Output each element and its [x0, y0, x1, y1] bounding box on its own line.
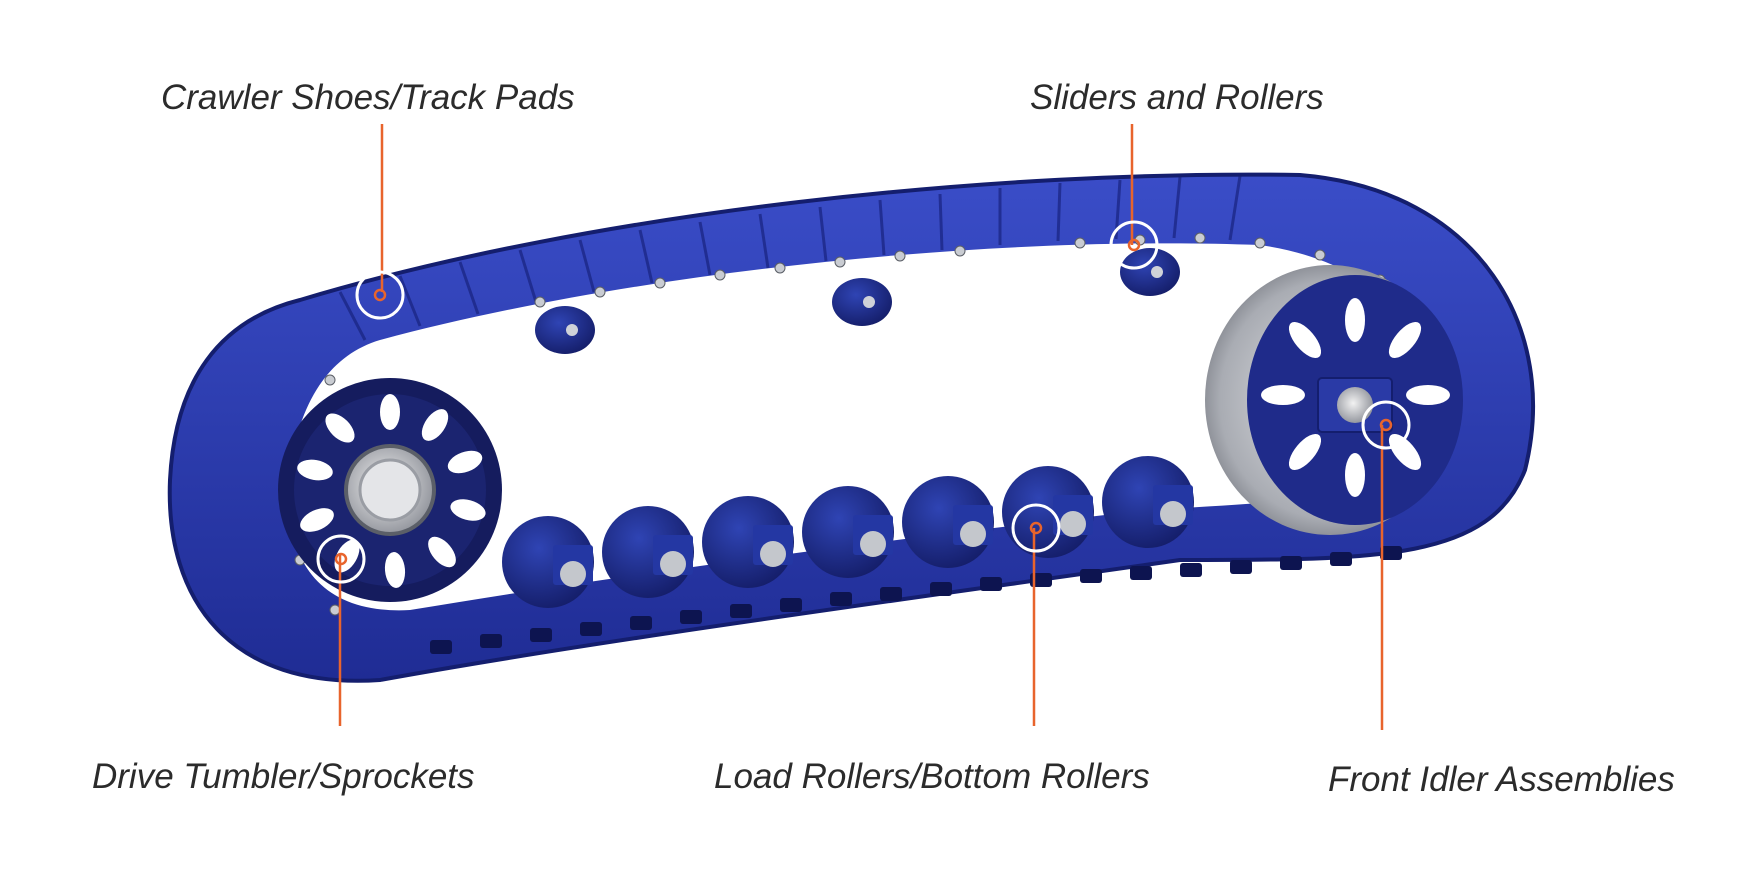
track-shoe-seams — [338, 175, 1242, 341]
load-rollers — [502, 456, 1194, 608]
leader-lines — [338, 124, 1384, 730]
label-drive-tumbler: Drive Tumbler/Sprockets — [92, 757, 475, 796]
label-sliders-rollers: Sliders and Rollers — [1030, 78, 1324, 117]
circle-marker-icon — [355, 270, 405, 320]
circle-marker-icon — [1109, 220, 1159, 270]
label-crawler-shoes: Crawler Shoes/Track Pads — [161, 78, 575, 117]
callout-markers — [316, 220, 1411, 584]
top-support-rollers — [535, 248, 1180, 354]
track-bottom-links — [430, 546, 1402, 654]
circle-marker-icon — [316, 534, 366, 584]
drive-sprocket — [278, 378, 502, 602]
circle-marker-icon — [1361, 400, 1411, 450]
circle-marker-icon — [1011, 503, 1061, 553]
front-idler — [1205, 265, 1463, 535]
label-load-rollers: Load Rollers/Bottom Rollers — [714, 757, 1150, 796]
label-front-idler: Front Idler Assemblies — [1328, 760, 1675, 799]
